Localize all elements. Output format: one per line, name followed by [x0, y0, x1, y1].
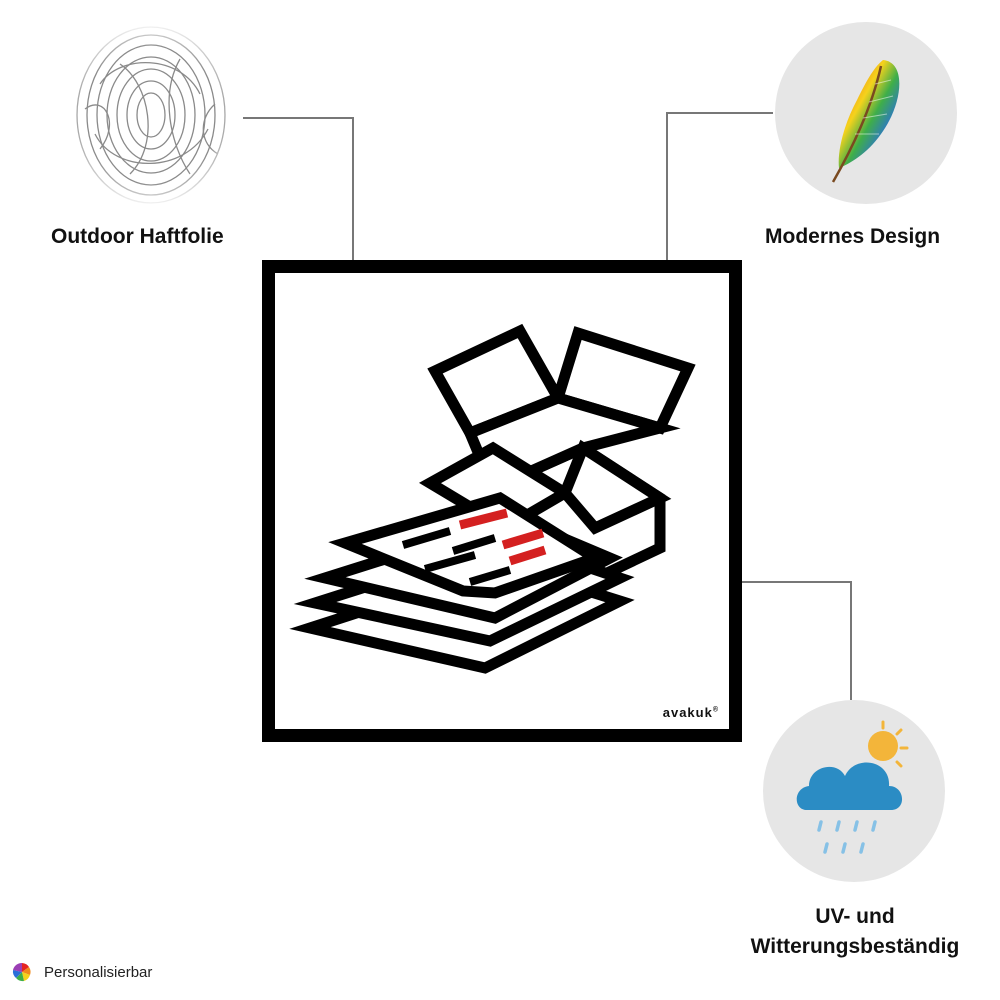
uv-witterung-label-line2: Witterungsbeständig — [750, 935, 960, 958]
rain-icon — [817, 820, 877, 854]
sun-icon — [868, 720, 909, 768]
personalisierbar-label: Personalisierbar — [44, 963, 153, 981]
connector-uv — [700, 581, 852, 700]
connector-outdoor — [243, 117, 354, 283]
color-pinwheel-icon — [12, 962, 31, 982]
recycling-sign: avakuk® — [262, 260, 742, 742]
brand-name: avakuk — [662, 705, 713, 720]
cloud-icon — [796, 762, 903, 810]
weather-cloud-rain-sun-icon — [796, 720, 909, 854]
outdoor-haftfolie-circle — [60, 24, 242, 206]
modernes-design-circle — [775, 22, 957, 204]
brand-logo: avakuk® — [663, 705, 719, 720]
outdoor-haftfolie-label: Outdoor Haftfolie — [51, 225, 224, 248]
rainbow-feather-icon — [831, 60, 900, 183]
uv-witterung-label: UV- und Witterungsbeständig — [730, 902, 980, 962]
modernes-design-label: Modernes Design — [765, 225, 941, 248]
uv-witterung-label-line1: UV- und — [815, 905, 895, 928]
brand-registered-mark: ® — [712, 706, 719, 714]
personalisierbar-badge: Personalisierbar — [12, 962, 152, 982]
uv-witterung-circle — [763, 700, 945, 882]
paper-and-cardboard-recycling-icon — [289, 323, 696, 674]
fingerprint-texture-icon — [60, 24, 242, 206]
